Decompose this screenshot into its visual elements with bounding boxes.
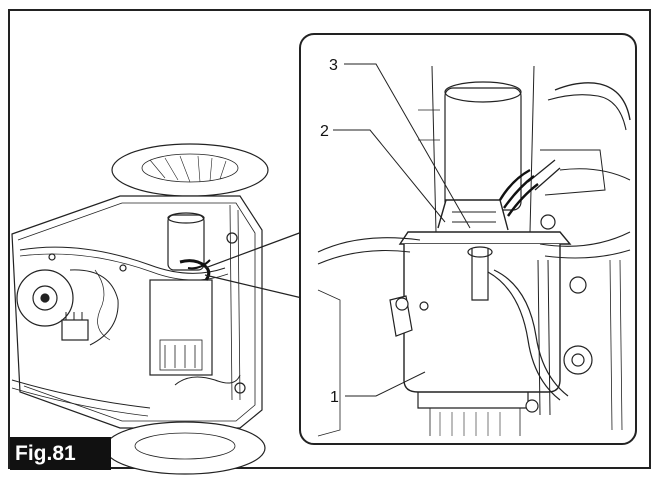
callout-2: 2	[320, 123, 329, 140]
machine-overview	[11, 143, 269, 475]
detail-inset: 3 2 1	[299, 33, 637, 445]
callout-leaders	[333, 63, 471, 397]
callout-3: 3	[329, 57, 338, 74]
figure-label: Fig.81	[10, 437, 111, 470]
zoom-connector	[204, 231, 303, 299]
callout-1: 1	[330, 389, 339, 406]
